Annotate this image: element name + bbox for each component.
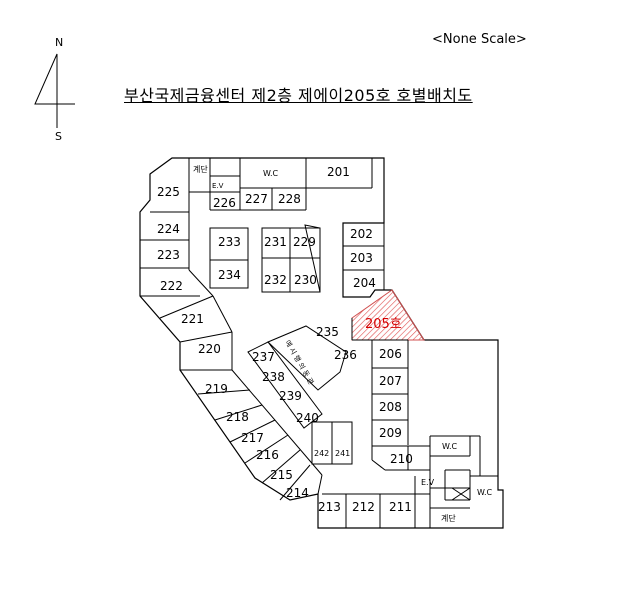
wc-right-label: W.C: [442, 442, 458, 451]
ev-bottom-label: E.V: [421, 478, 435, 487]
unit-226[interactable]: 226: [213, 196, 236, 210]
unit-209[interactable]: 209: [379, 426, 402, 440]
unit-218[interactable]: 218: [226, 410, 249, 424]
unit-215[interactable]: 215: [270, 468, 293, 482]
unit-232[interactable]: 232: [264, 273, 287, 287]
central-blocks: [209, 224, 353, 465]
wc-bottom-label: W.C: [477, 488, 493, 497]
unit-235[interactable]: 235: [316, 325, 339, 339]
unit-220[interactable]: 220: [198, 342, 221, 356]
stairs-top-label: 계단: [193, 164, 208, 174]
unit-224[interactable]: 224: [157, 222, 180, 236]
unit-211[interactable]: 211: [389, 500, 412, 514]
unit-202[interactable]: 202: [350, 227, 373, 241]
unit-237[interactable]: 237: [252, 350, 275, 364]
unit-206[interactable]: 206: [379, 347, 402, 361]
unit-234[interactable]: 234: [218, 268, 241, 282]
unit-233[interactable]: 233: [218, 235, 241, 249]
unit-208[interactable]: 208: [379, 400, 402, 414]
compass-icon: [34, 53, 75, 128]
building-outline: [139, 157, 504, 529]
scale-note: <None Scale>: [432, 32, 527, 47]
wc-top-label: W.C: [263, 169, 279, 178]
unit-229[interactable]: 229: [293, 235, 316, 249]
unit-219[interactable]: 219: [205, 382, 228, 396]
stairs-bottom-label: 계단: [441, 513, 456, 523]
corridor-label: 예 시 행 의 동 관: [283, 339, 316, 387]
unit-242[interactable]: 242: [314, 449, 329, 458]
north-label: N: [55, 36, 64, 49]
ev-top-label: E.V: [212, 182, 224, 190]
plan-title: 부산국제금융센터 제2층 제에이205호 호별배치도: [124, 86, 473, 105]
unit-241[interactable]: 241: [335, 449, 350, 458]
unit-203[interactable]: 203: [350, 251, 373, 265]
unit-labels: 201 202 203 204 206 207 208 209 210 211 …: [157, 165, 413, 514]
unit-212[interactable]: 212: [352, 500, 375, 514]
unit-238[interactable]: 238: [262, 370, 285, 384]
unit-210[interactable]: 210: [390, 452, 413, 466]
unit-221[interactable]: 221: [181, 312, 204, 326]
unit-236[interactable]: 236: [334, 348, 357, 362]
unit-231[interactable]: 231: [264, 235, 287, 249]
unit-216[interactable]: 216: [256, 448, 279, 462]
unit-230[interactable]: 230: [294, 273, 317, 287]
unit-227[interactable]: 227: [245, 192, 268, 206]
unit-214[interactable]: 214: [286, 486, 309, 500]
unit-217[interactable]: 217: [241, 431, 264, 445]
unit-222[interactable]: 222: [160, 279, 183, 293]
facility-labels: 계단 E.V W.C W.C E.V W.C 계단: [193, 164, 493, 523]
unit-225[interactable]: 225: [157, 185, 180, 199]
unit-228[interactable]: 228: [278, 192, 301, 206]
south-label: S: [55, 130, 62, 143]
unit-205-label: 205호: [365, 317, 402, 332]
unit-239[interactable]: 239: [279, 389, 302, 403]
unit-204[interactable]: 204: [353, 276, 376, 290]
unit-213[interactable]: 213: [318, 500, 341, 514]
unit-240[interactable]: 240: [296, 411, 319, 425]
unit-207[interactable]: 207: [379, 374, 402, 388]
wall-lines: [140, 158, 498, 528]
unit-223[interactable]: 223: [157, 248, 180, 262]
unit-201[interactable]: 201: [327, 165, 350, 179]
